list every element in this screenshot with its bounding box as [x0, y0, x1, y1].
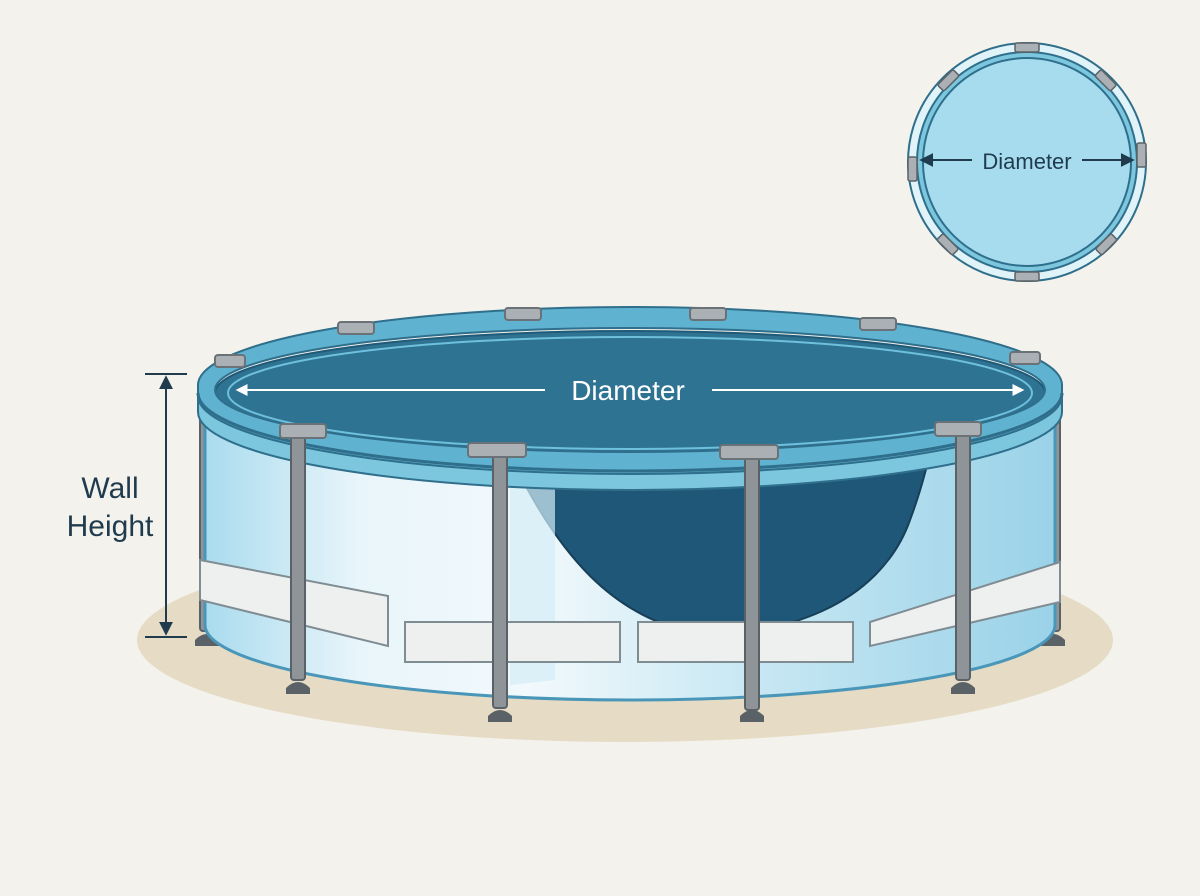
top-view-inset: Diameter: [907, 42, 1147, 282]
wall-height-dimension: [145, 373, 187, 638]
rim-front-band: [197, 395, 1063, 491]
wall-height-label-line2: Height: [67, 510, 154, 543]
inset-rim-connectors: [907, 42, 1147, 282]
rim-front-edge: [196, 392, 1064, 473]
back-rim-connectors: [214, 307, 1041, 368]
front-rim-connectors: [279, 421, 982, 460]
inner-rim-line: [227, 336, 1033, 450]
front-leg-feet: [286, 682, 975, 722]
diameter-label: Diameter: [571, 375, 685, 406]
inset-diameter-label: Diameter: [982, 149, 1071, 174]
wall-height-label-line1: Wall: [81, 472, 138, 505]
